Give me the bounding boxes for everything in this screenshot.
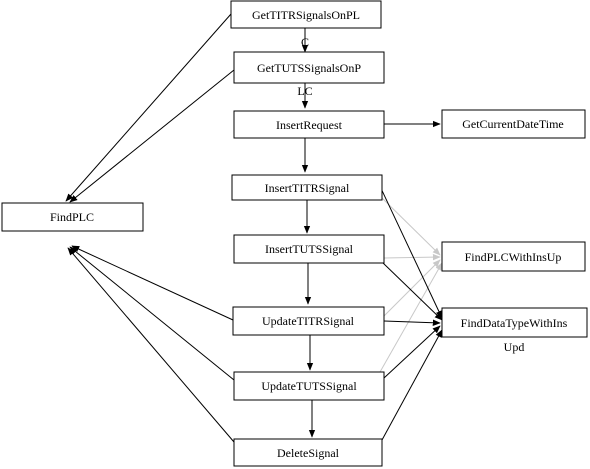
node-insert-request[interactable]: InsertRequest — [233, 110, 385, 139]
edge-update-tuts-to-find-plc-with-ins-up — [379, 262, 443, 373]
node-update-tuts-signal[interactable]: UpdateTUTSSignal — [233, 371, 385, 401]
edge-insert-tuts-to-find-plc-with-ins-up — [383, 253, 441, 261]
node-label: GetTUTSSignalsOnP — [257, 61, 361, 75]
node-insert-tuts-signal[interactable]: InsertTUTSSignal — [233, 234, 385, 264]
node-label: FindPLC — [50, 210, 94, 224]
node-label: UpdateTITRSignal — [262, 314, 355, 328]
node-label: GetTITRSignalsOnPL — [252, 8, 360, 22]
node-label: InsertTITRSignal — [265, 181, 350, 195]
node-label: InsertRequest — [276, 118, 343, 132]
edge-update-titr-to-find-plc — [71, 245, 234, 321]
edge-insert-titr-to-find-plc-with-ins-up — [381, 197, 441, 256]
edges — [65, 13, 443, 443]
edge-update-tuts-to-find-plc — [69, 246, 235, 381]
edge-insert-titr-to-find-data-type — [377, 181, 443, 319]
node-label: InsertTUTSSignal — [265, 242, 354, 256]
node-label: GetCurrentDateTime — [462, 117, 564, 131]
node-label: UpdateTUTSSignal — [261, 379, 357, 393]
edge-update-titr-to-find-data-type — [383, 319, 441, 326]
node-find-plc[interactable]: FindPLC — [1, 202, 144, 232]
node-label-overflow: C — [301, 35, 309, 49]
node-label: FindDataTypeWithIns — [461, 316, 568, 330]
node-insert-titr-signal[interactable]: InsertTITRSignal — [231, 174, 383, 201]
node-get-titr-signals-on-plc[interactable]: GetTITRSignalsOnPL — [230, 0, 382, 29]
edge-insert-tuts-to-find-data-type — [381, 261, 443, 321]
node-update-titr-signal[interactable]: UpdateTITRSignal — [232, 306, 385, 336]
node-delete-signal[interactable]: DeleteSignal — [233, 438, 383, 467]
edge-update-tuts-to-find-data-type — [383, 325, 441, 379]
node-find-plc-with-ins-up[interactable]: FindPLCWithInsUp — [441, 241, 586, 272]
node-label: DeleteSignal — [277, 446, 340, 460]
node-get-tuts-signals-on-plc[interactable]: GetTUTSSignalsOnP — [233, 51, 385, 84]
edge-delete-signal-to-find-data-type — [381, 329, 443, 441]
node-label-overflow: Upd — [504, 340, 525, 354]
node-label: FindPLCWithInsUp — [465, 250, 562, 264]
node-label-overflow: LC — [297, 84, 312, 98]
edge-get-titr-to-find-plc — [65, 13, 232, 202]
edge-update-titr-to-find-plc-with-ins-up — [381, 259, 441, 319]
node-find-data-type-with-ins-upd[interactable]: FindDataTypeWithIns — [441, 307, 588, 338]
edge-delete-signal-to-find-plc — [67, 247, 235, 443]
edge-get-tuts-to-find-plc — [69, 69, 235, 203]
node-get-current-date-time[interactable]: GetCurrentDateTime — [441, 109, 586, 139]
